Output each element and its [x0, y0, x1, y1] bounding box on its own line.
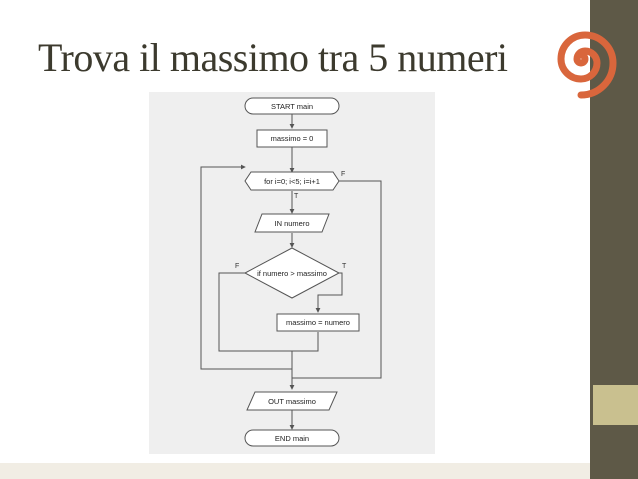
output-label: OUT massimo — [268, 397, 316, 406]
end-label: END main — [275, 434, 309, 443]
bottom-band — [0, 463, 590, 479]
accent-block — [593, 385, 638, 425]
init-label: massimo = 0 — [271, 134, 314, 143]
assign-process — [276, 313, 360, 332]
loop-node — [244, 171, 340, 191]
output-node — [246, 391, 338, 411]
spiral-icon — [557, 31, 617, 99]
start-node — [244, 97, 340, 115]
loop-true-label: T — [294, 193, 299, 200]
decision-node — [243, 247, 341, 299]
input-node — [254, 213, 330, 233]
end-node — [244, 429, 340, 447]
init-process — [256, 129, 328, 148]
decision-true-label: T — [342, 263, 347, 270]
decision-false-label: F — [235, 263, 239, 270]
loop-false-label: F — [341, 171, 345, 178]
assign-label: massimo = numero — [286, 318, 350, 327]
flowchart-panel: START main massimo = 0 for i=0; i<5; i=i… — [149, 92, 435, 454]
slide-title: Trova il massimo tra 5 numeri — [38, 35, 508, 80]
decision-label: if numero > massimo — [257, 269, 327, 278]
start-label: START main — [271, 102, 313, 111]
connectors — [200, 113, 382, 430]
input-label: IN numero — [274, 219, 309, 228]
loop-label: for i=0; i<5; i=i+1 — [264, 177, 320, 186]
